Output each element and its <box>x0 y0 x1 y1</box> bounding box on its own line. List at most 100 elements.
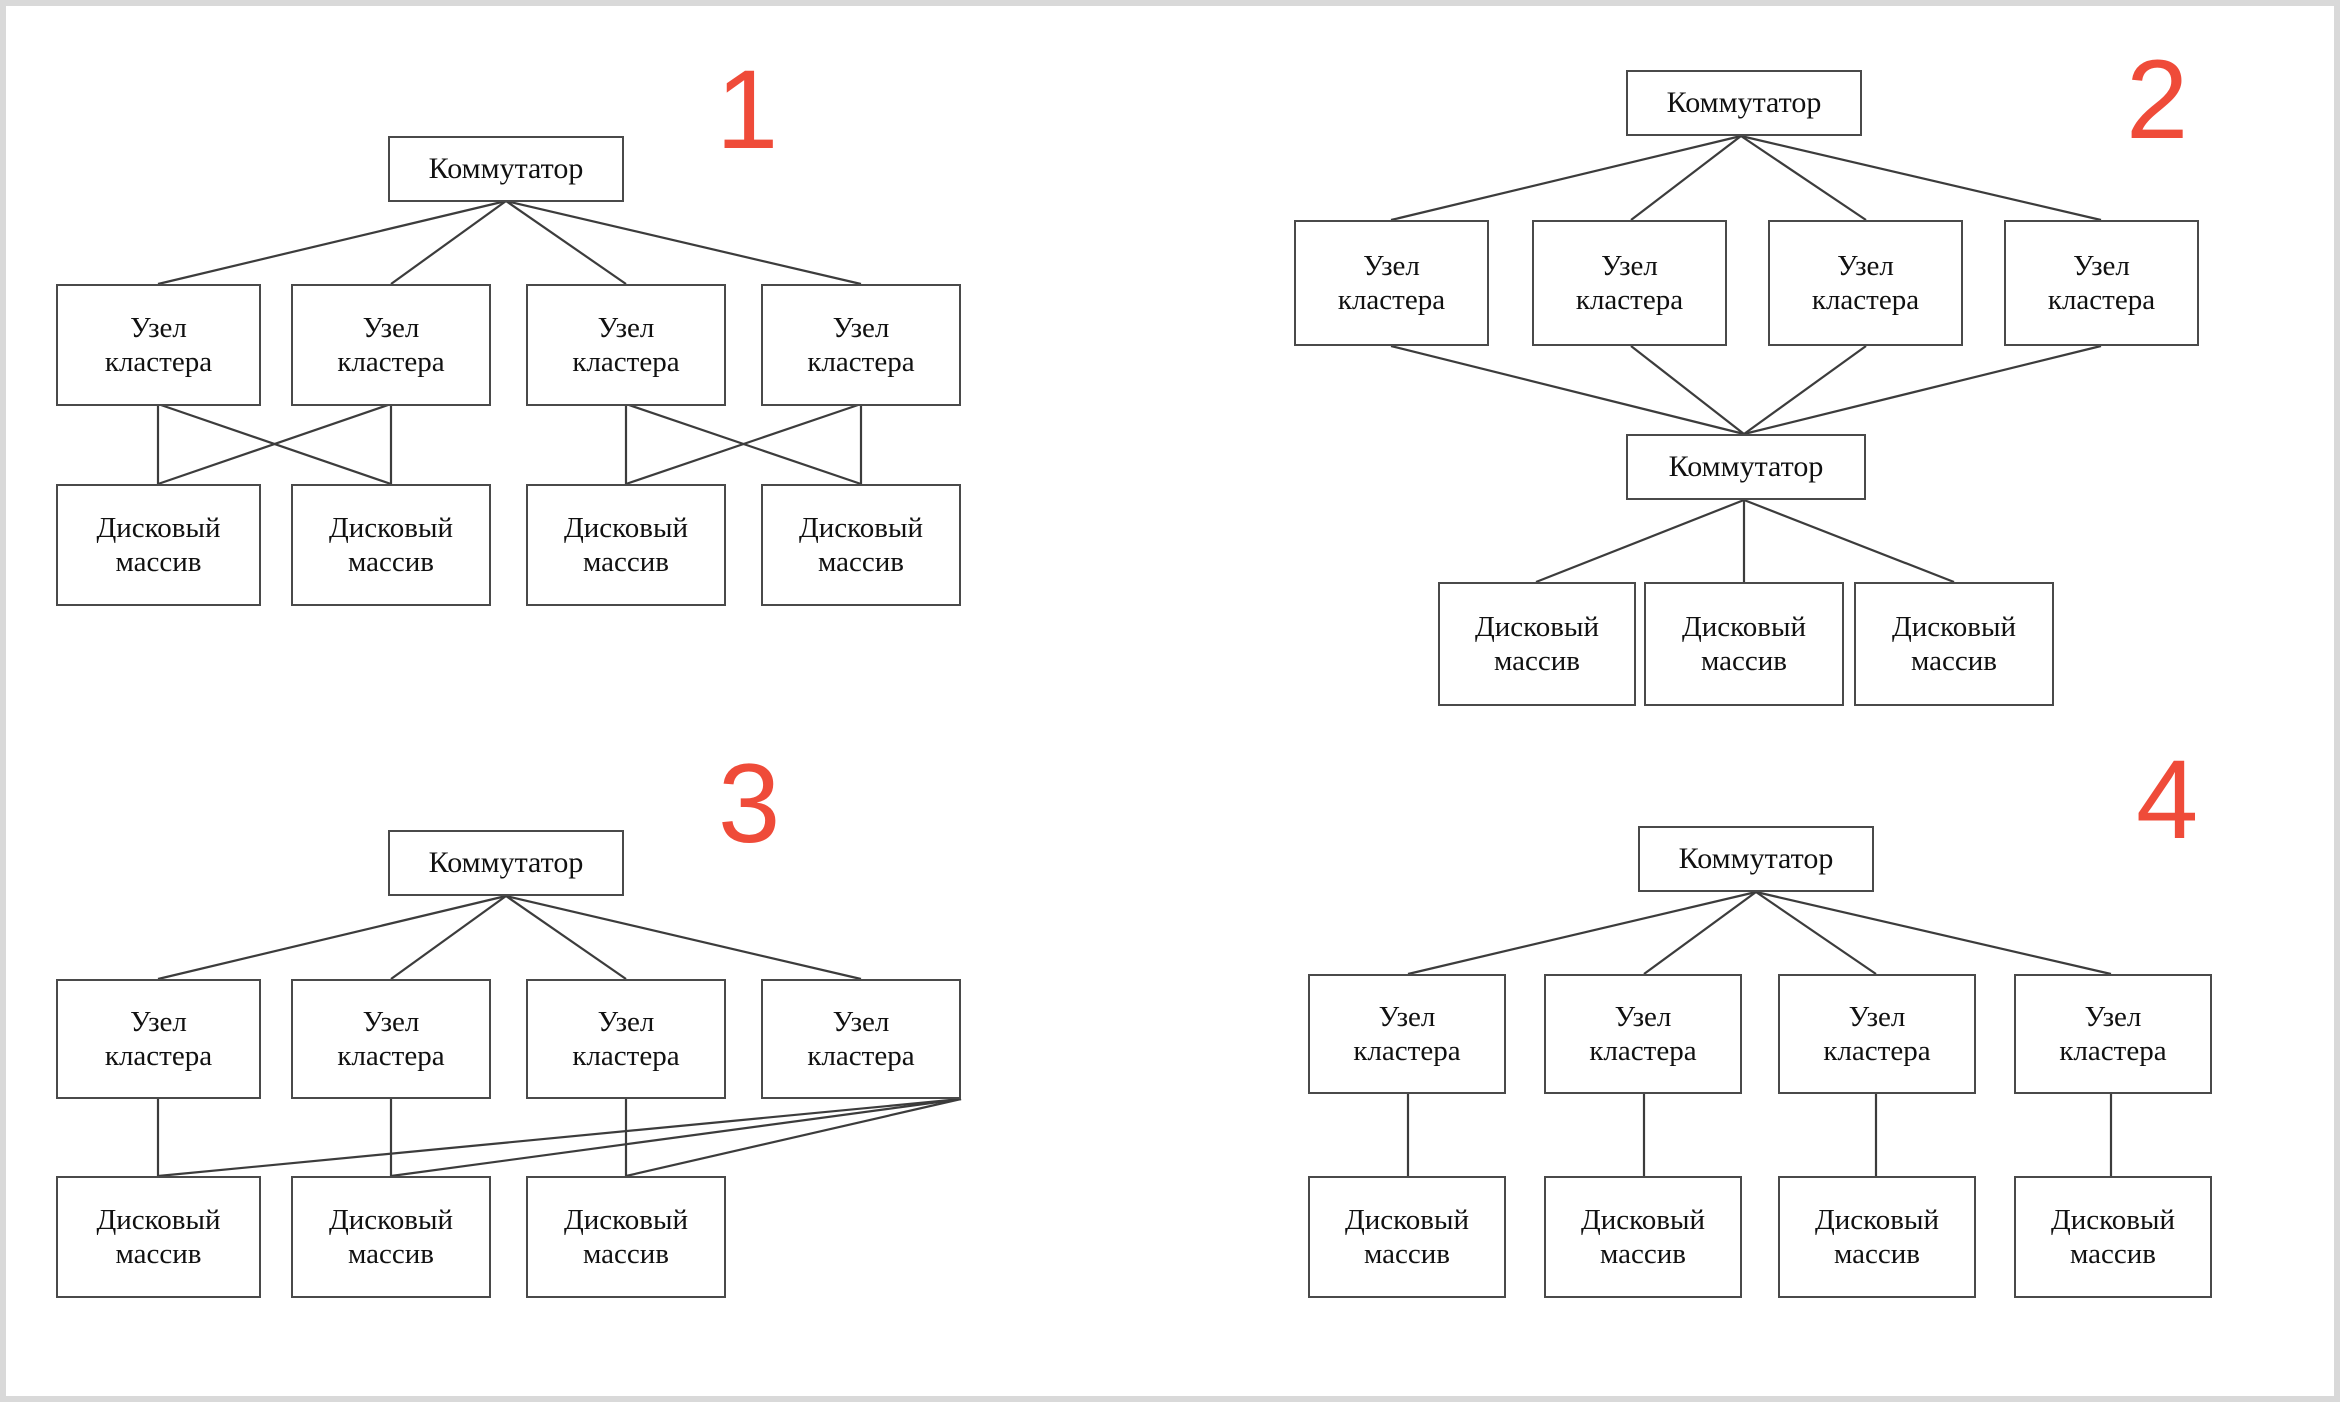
disk-label-line2: массив <box>583 546 669 578</box>
disk-label-line1: Дисковый <box>96 1203 221 1236</box>
node-label-line1: Узел <box>2084 1000 2142 1033</box>
node-label-line2: кластера <box>1811 284 1920 316</box>
disk-label-line2: массив <box>348 1238 434 1270</box>
node-label-line1: Узел <box>1614 1000 1672 1033</box>
node-label-line2: кластера <box>1353 1035 1461 1067</box>
disk-label-line1: Дисковый <box>1475 610 1599 643</box>
node-label-line2: кластера <box>807 346 915 378</box>
node-label-line1: Узел <box>1837 249 1894 282</box>
node-label-line2: кластера <box>1823 1035 1931 1067</box>
disk-label-line1: Дисковый <box>1892 610 2016 643</box>
disk-label-line1: Дисковый <box>329 1203 453 1236</box>
diagram-3-switch[interactable]: Коммутатор <box>388 830 624 896</box>
node-label-line1: Узел <box>130 311 187 344</box>
diagram-1-switch[interactable]: Коммутатор <box>388 136 624 202</box>
disk-label-line2: массив <box>818 546 904 578</box>
disk-label-line1: Дисковый <box>96 511 221 544</box>
node-label-line1: Узел <box>597 311 655 344</box>
node-label-line1: Узел <box>362 311 420 344</box>
diagram-2-number: 2 <box>2126 37 2189 162</box>
disk-label-line2: массив <box>1911 645 1997 677</box>
diagram-2-switch-bottom[interactable]: Коммутатор <box>1626 434 1866 500</box>
switch-label: Коммутатор <box>1666 86 1822 120</box>
switch-label: Коммутатор <box>1678 842 1834 876</box>
disk-label-line1: Дисковый <box>1345 1203 1469 1236</box>
diagram-2-switch-top[interactable]: Коммутатор <box>1626 70 1862 136</box>
node-label-line1: Узел <box>1363 249 1420 282</box>
node-label-line2: кластера <box>807 1040 915 1072</box>
node-label-line2: кластера <box>1337 284 1446 316</box>
node-label-line2: кластера <box>572 1040 680 1072</box>
switch-label: Коммутатор <box>428 846 584 880</box>
diagram-3-number: 3 <box>718 741 781 866</box>
node-label-line1: Узел <box>1378 1000 1436 1033</box>
disk-label-line2: массив <box>348 546 434 578</box>
disk-label-line1: Дисковый <box>1682 610 1806 643</box>
diagram-4-switch[interactable]: Коммутатор <box>1638 826 1874 892</box>
disk-label-line2: массив <box>1600 1238 1686 1270</box>
node-label-line2: кластера <box>337 346 445 378</box>
switch-label: Коммутатор <box>1668 450 1824 484</box>
diagram-4-number: 4 <box>2136 737 2199 862</box>
disk-label-line1: Дисковый <box>329 511 453 544</box>
disk-label-line2: массив <box>1364 1238 1450 1270</box>
disk-label-line2: массив <box>115 1238 202 1270</box>
node-label-line2: кластера <box>572 346 680 378</box>
switch-label: Коммутатор <box>428 152 584 186</box>
